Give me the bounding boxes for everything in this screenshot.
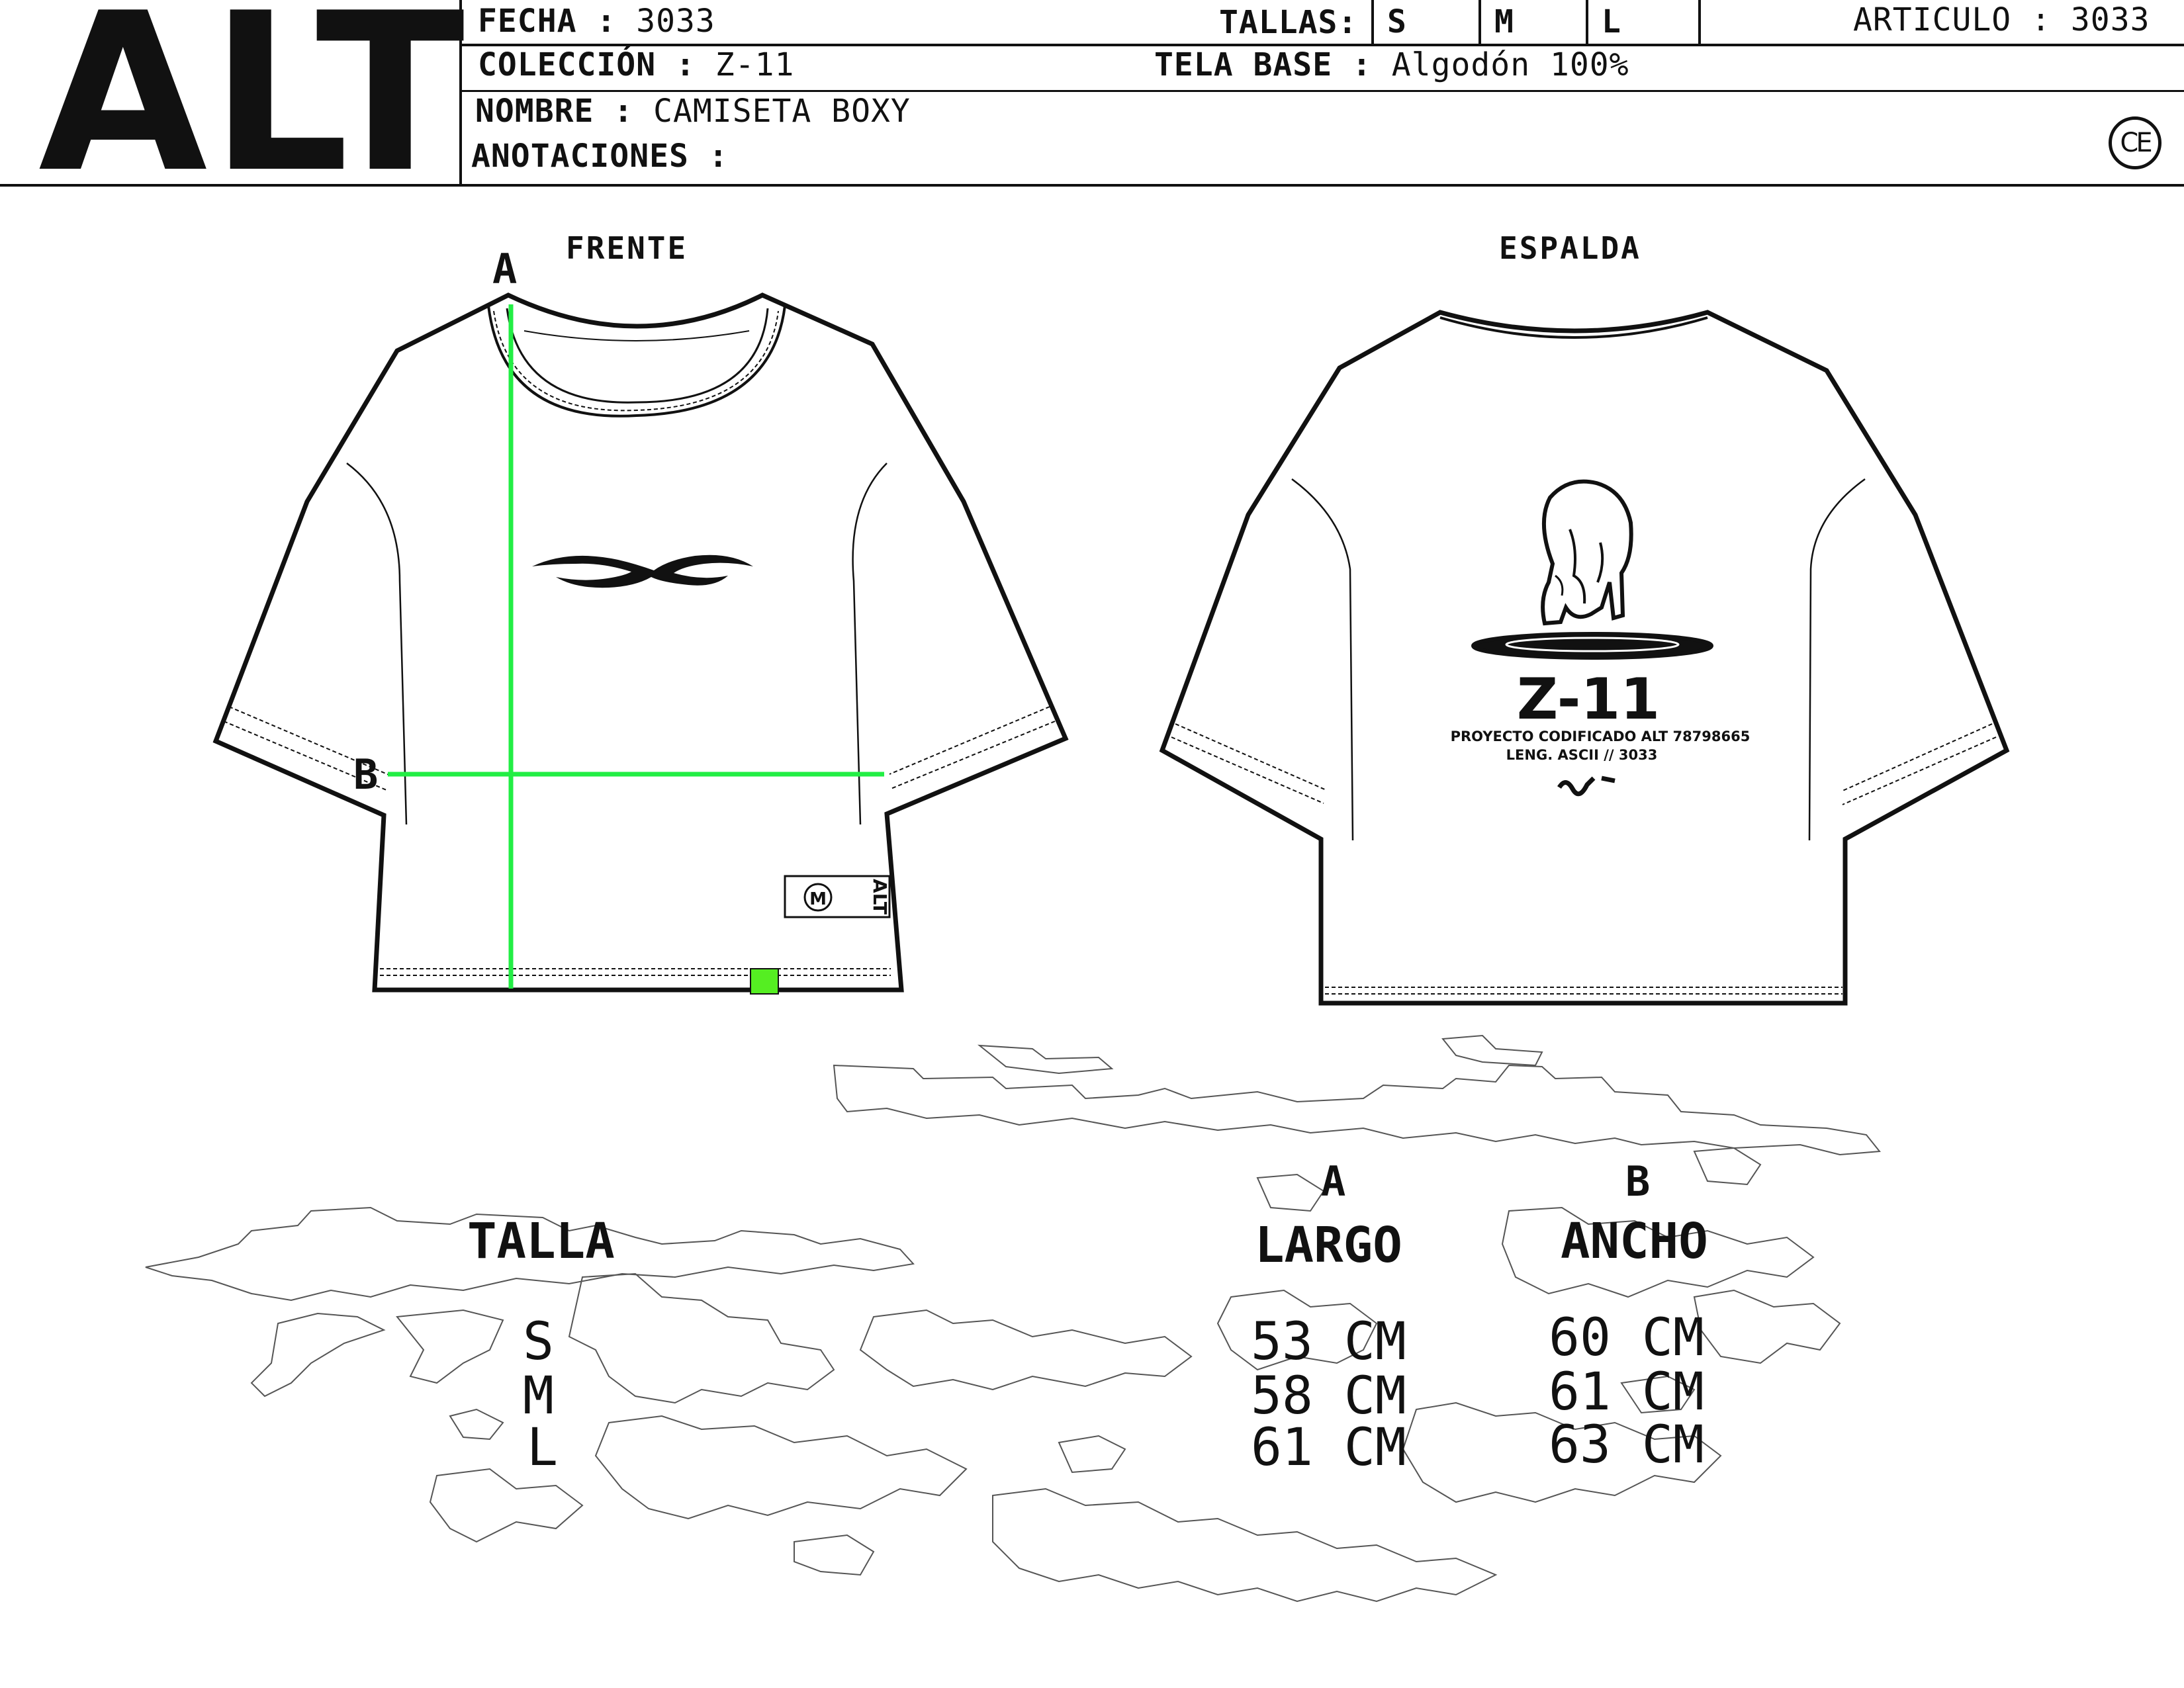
tallas-cell-border-4 [1698, 0, 1701, 45]
header-row-divider-1 [462, 44, 2184, 46]
nombre-field: NOMBRE : CAMISETA BOXY [475, 91, 911, 131]
nombre-value: CAMISETA BOXY [653, 93, 911, 130]
back-print-line2: LENG. ASCII // 3033 [1506, 747, 1658, 763]
tela-value: Algodón 100% [1391, 46, 1629, 83]
header-row-divider-2 [462, 90, 2184, 92]
back-tshirt-drawing [1159, 310, 2010, 1006]
tela-label: TELA BASE : [1154, 46, 1372, 83]
tela-field: TELA BASE : Algodón 100% [1154, 45, 1629, 85]
fecha-value: 3033 [636, 3, 715, 40]
hem-label-m-icon [803, 883, 833, 912]
hem-label-m-letter: M [809, 889, 827, 909]
articulo-label: ARTICULO : [1853, 1, 2051, 38]
talla-cell-m: M [1494, 3, 1514, 40]
hem-label-tag [784, 875, 891, 918]
header-bottom-border [0, 184, 2184, 187]
measure-tag-square [750, 968, 779, 995]
back-graphic-squiggle [1557, 776, 1615, 797]
coleccion-value: Z-11 [715, 46, 795, 83]
ce-mark-icon: CE [2109, 116, 2161, 169]
header-divider-vertical [459, 0, 462, 187]
back-print-line1: PROYECTO CODIFICADO ALT 78798665 [1451, 729, 1751, 744]
back-view-title: ESPALDA [1499, 230, 1641, 266]
nombre-label: NOMBRE : [475, 93, 634, 130]
articulo-value: 3033 [2070, 1, 2150, 38]
front-view-title: FRENTE [566, 230, 688, 266]
front-tshirt-drawing [212, 292, 1069, 993]
tallas-cell-border-2 [1479, 0, 1481, 45]
front-tshirt-outline [212, 292, 1069, 993]
articulo-field: ARTICULO : 3033 [1853, 0, 2150, 40]
talla-cell-s: S [1387, 3, 1406, 40]
camo-pattern-background [145, 1034, 1881, 1603]
tallas-label: TALLAS: [1219, 4, 1358, 41]
tallas-cell-border-1 [1371, 0, 1374, 45]
measurement-lines [388, 304, 884, 995]
fecha-field: FECHA : 3033 [478, 1, 715, 41]
talla-cell-l: L [1602, 3, 1621, 40]
hem-label-brand: ALT [869, 879, 891, 914]
anotaciones-label: ANOTACIONES : [471, 138, 729, 175]
back-graphic-figure [1541, 479, 1633, 626]
back-print-title: Z-11 [1517, 666, 1660, 733]
fecha-label: FECHA : [478, 3, 617, 40]
coleccion-field: COLECCIÓN : Z-11 [478, 45, 794, 85]
coleccion-label: COLECCIÓN : [478, 46, 696, 83]
marker-a-label: A [492, 245, 518, 293]
front-chest-logo [532, 555, 753, 588]
anotaciones-field: ANOTACIONES : [471, 136, 729, 176]
marker-b-label: B [353, 750, 379, 799]
tallas-cell-border-3 [1586, 0, 1588, 45]
brand-logo: ALT [38, 0, 468, 220]
